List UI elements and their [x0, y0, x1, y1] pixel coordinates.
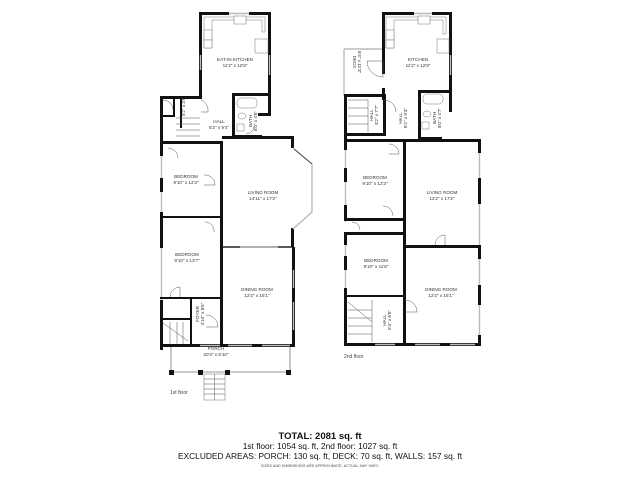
room-dims-bath: 8'0" x 4'8" [253, 111, 258, 131]
room-label-hall-b: HALL [398, 112, 403, 124]
floor-label-1st: 1st floor [170, 390, 188, 396]
room-label-hall: HALL [213, 119, 225, 124]
room-dims-eat-in-kitchen: 11'2" x 12'8" [223, 63, 248, 68]
disclaimer: SIZES AND DIMENSIONS ARE APPROXIMATE, AC… [261, 464, 379, 468]
room-label-kitchen: KITCHEN [408, 57, 428, 62]
room-dims-living-room: 14'11" x 17'2" [249, 196, 277, 201]
room-label-living-room: LIVING ROOM [427, 190, 458, 195]
room-dims-foyer: 4'10" x 8'6" [200, 302, 205, 325]
room-dims-deck: 6'4" x 11'3" [357, 51, 362, 74]
room-dims-hall: 6'2" x 9'4" [209, 125, 229, 130]
room-label-dining-room: DINING ROOM [425, 287, 457, 292]
room-label-deck: DECK [352, 56, 357, 70]
room-label-foyer: FOYER [195, 305, 200, 322]
room-label-porch: PORCH [208, 346, 225, 351]
room-label-bedroom-1: BEDROOM [363, 175, 387, 180]
room-dims-bath: 8'0" x 4'7" [437, 108, 442, 128]
first-floor-plan: EAT-IN KITCHEN 11'2" x 12'8" HALL 6'2" x… [160, 12, 313, 401]
room-label-bedroom-2: BEDROOM [364, 258, 388, 263]
room-dims-hall-a: 3'2" x 7'7" [374, 105, 379, 125]
room-dims-living-room: 12'2" x 17'2" [429, 196, 455, 201]
second-floor-plan: DECK 6'4" x 11'3" KITCHEN 11'2" x 12'8" [343, 12, 481, 360]
room-dims-hall-b: 6'2" x 9'3" [403, 108, 408, 128]
room-label-eat-in-kitchen: EAT-IN KITCHEN [217, 57, 253, 62]
room-dims-bedroom-2: 9'10" x 13'7" [174, 258, 200, 263]
room-dims-bedroom-2: 9'10" x 11'8" [364, 264, 389, 269]
room-label-hall-c: HALL [382, 314, 387, 326]
room-dims-bedroom-1: 9'10" x 12'3" [173, 180, 199, 185]
room-dims-kitchen: 11'2" x 12'8" [406, 63, 431, 68]
floor-label-2nd: 2nd floor [344, 354, 364, 360]
room-dims-dining-room: 12'2" x 15'1" [244, 293, 270, 298]
room-label-bath: BATH [248, 115, 253, 127]
room-dims-dining-room: 12'2" x 15'1" [428, 293, 454, 298]
room-dims-hall-c: 5'3" x 6'6" [387, 310, 392, 330]
room-dims-porch: 20'4" x 5'10" [203, 352, 229, 357]
room-dims-bedroom-1: 9'10" x 12'3" [362, 181, 388, 186]
room-label-living-room: LIVING ROOM [248, 190, 279, 195]
room-label-bath: BATH [432, 112, 437, 124]
room-label-bedroom-2: BEDROOM [175, 252, 199, 257]
room-label-hall-a: HALL [369, 109, 374, 121]
room-label-closet: 5'2" x 3'6" [181, 96, 186, 116]
room-label-bedroom-1: BEDROOM [174, 174, 198, 179]
excluded-areas: EXCLUDED AREAS: PORCH: 130 sq. ft, DECK:… [177, 451, 463, 461]
total-area: TOTAL: 2081 sq. ft [278, 431, 362, 442]
room-label-dining-room: DINING ROOM [241, 287, 273, 292]
floor-areas: 1st floor: 1054 sq. ft, 2nd floor: 1027 … [242, 441, 398, 451]
